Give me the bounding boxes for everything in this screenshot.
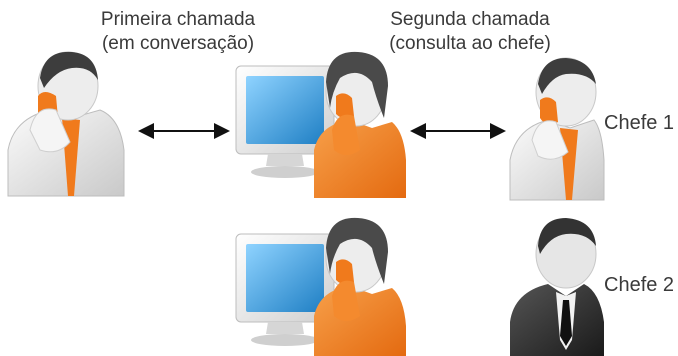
caller-icon xyxy=(7,51,125,197)
second-call-title: Segunda chamada xyxy=(390,9,550,30)
first-call-subtitle: (em conversação) xyxy=(101,33,255,54)
second-call-subtitle: (consulta ao chefe) xyxy=(389,33,551,54)
boss-in-suit-icon xyxy=(510,218,604,356)
boss-on-phone-icon xyxy=(509,57,605,201)
agent-workstation-icon xyxy=(235,51,406,198)
boss1-label: Chefe 1 xyxy=(604,112,675,134)
first-call-label: Primeira chamada (em conversação) xyxy=(78,8,278,56)
second-call-label: Segunda chamada (consulta ao chefe) xyxy=(370,8,570,56)
boss2-label: Chefe 2 xyxy=(604,274,675,296)
first-call-title: Primeira chamada xyxy=(100,9,256,30)
agent-workstation-icon-2 xyxy=(235,217,406,356)
